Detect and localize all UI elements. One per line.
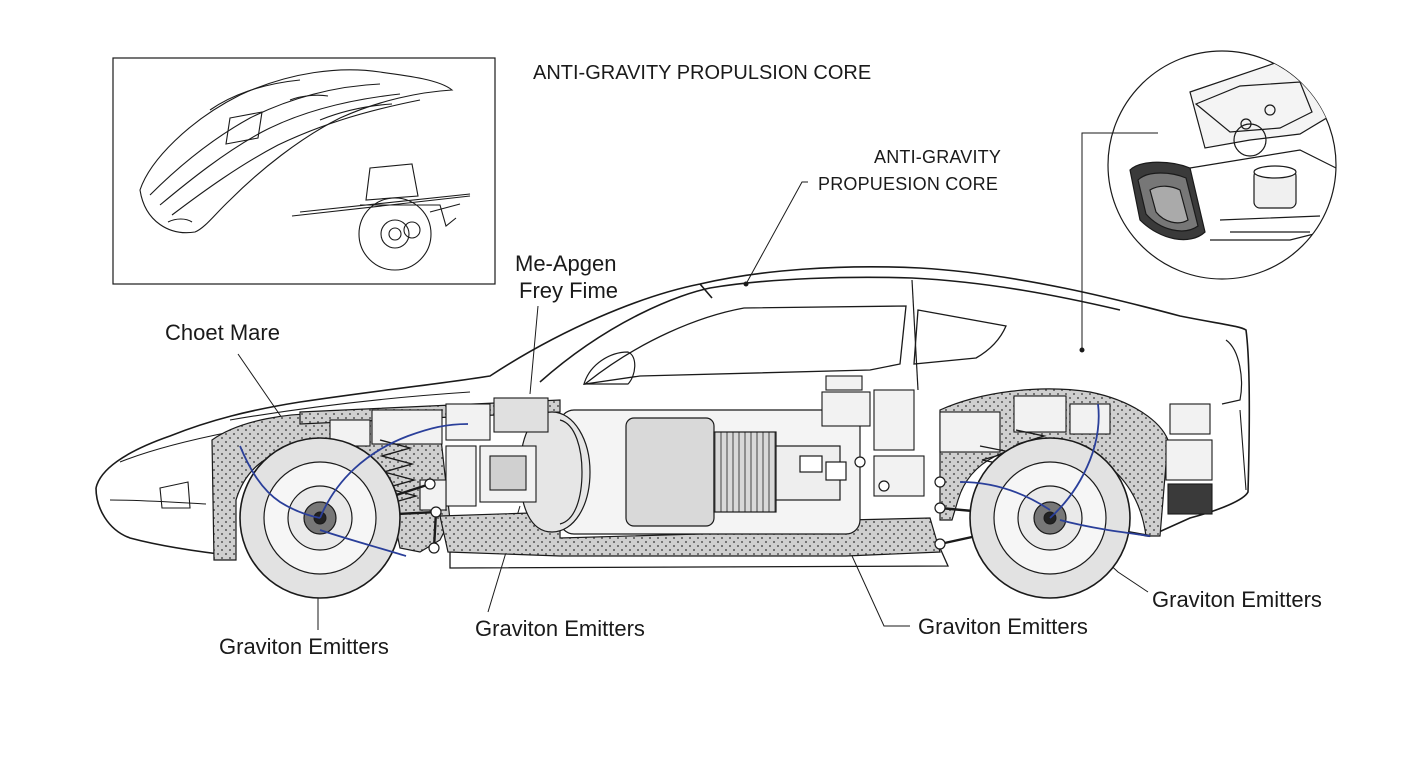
graviton-emitters-mid-label: Graviton Emitters [475, 616, 645, 641]
engine-bay-components [329, 375, 1213, 515]
pivot-points [424, 456, 946, 554]
graviton-emitters-rear-low-label: Graviton Emitters [918, 614, 1088, 639]
propulsion-core-callout-line1: ANTI-GRAVITY [874, 147, 1002, 167]
propulsion-core-title: ANTI-GRAVITY PROPULSION CORE [533, 62, 872, 84]
central-propulsion-unit [519, 409, 861, 535]
graviton-wiring [239, 403, 1151, 557]
graviton-emitters-front-label: Graviton Emitters [219, 634, 389, 659]
frame-label-line1: Me-Apgen [515, 251, 617, 276]
inset-body-shell-drawing [139, 69, 454, 234]
graviton-emitters-rear-label: Graviton Emitters [1152, 587, 1322, 612]
frame-label: Me-Apgen Frey Fime [515, 250, 618, 304]
propulsion-core-callout-line2: PROPUESION CORE [818, 174, 999, 194]
inset-wheel-drawing [291, 163, 471, 271]
chassis-label: Choet Mare [165, 320, 280, 345]
inset-panel [112, 57, 496, 285]
propulsion-core-callout-label: ANTI-GRAVITY PROPUESION CORE [818, 144, 1001, 198]
frame-label-line2: Frey Fime [519, 278, 618, 303]
core-detail-callout-circle [1107, 50, 1337, 280]
